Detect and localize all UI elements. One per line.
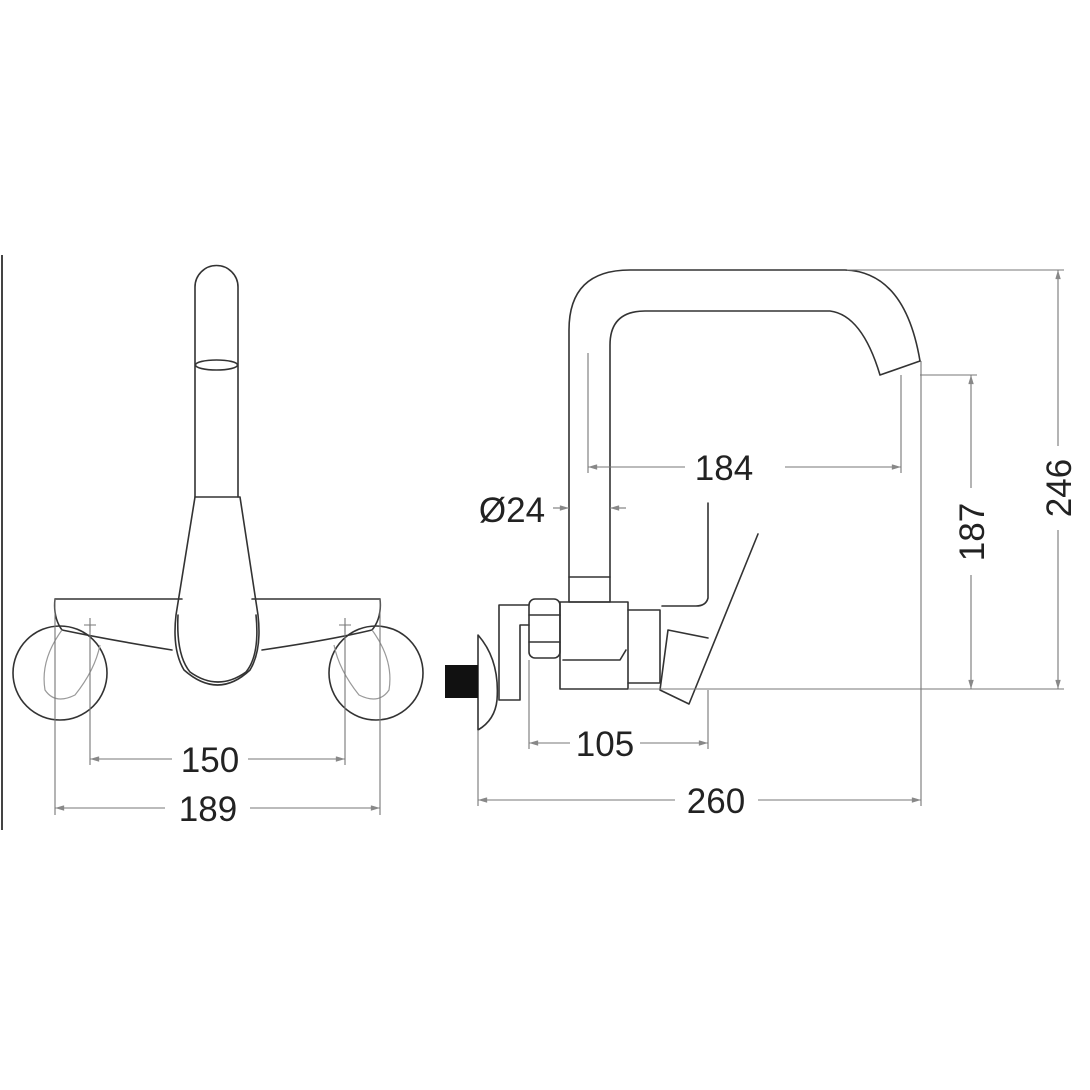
cartridge-housing — [627, 609, 661, 684]
valve-body — [559, 601, 629, 690]
eccentric-connector — [498, 604, 530, 701]
spout-collar — [568, 576, 611, 603]
dim-spout-reach: 184 — [695, 449, 753, 488]
dim-body-depth: 105 — [576, 725, 634, 764]
dim-total-height: 246 — [1040, 459, 1079, 517]
front-mount-plate — [53, 598, 382, 651]
side-spout-outer — [568, 269, 921, 578]
dim-spout-diameter: Ø24 — [479, 491, 545, 530]
right-inlet-elbow — [333, 629, 391, 700]
front-handle-inner — [176, 614, 258, 683]
hex-nut — [528, 598, 561, 659]
front-view: 150 189 — [12, 264, 424, 829]
front-handle — [174, 496, 260, 686]
dim-total-projection: 260 — [687, 782, 745, 821]
side-spout-inner — [609, 310, 921, 578]
lever-closed — [661, 502, 709, 607]
valve-body-detail — [562, 649, 627, 661]
dim-inlet-spacing: 150 — [181, 741, 239, 780]
dim-outlet-height: 187 — [953, 503, 992, 561]
dim-overall-width: 189 — [179, 790, 237, 829]
wall-flange — [477, 634, 499, 731]
left-escutcheon — [12, 625, 108, 721]
inlet-center-marks — [84, 618, 351, 632]
right-escutcheon — [328, 625, 424, 721]
lever-open — [659, 533, 759, 705]
hex-nut-faces — [528, 614, 561, 643]
side-view: 184 Ø24 105 260 187 246 — [445, 269, 1079, 821]
front-spout-ring — [194, 359, 239, 371]
front-spout-tube — [194, 264, 239, 498]
threaded-inlet — [445, 665, 478, 698]
left-inlet-elbow — [43, 629, 101, 700]
